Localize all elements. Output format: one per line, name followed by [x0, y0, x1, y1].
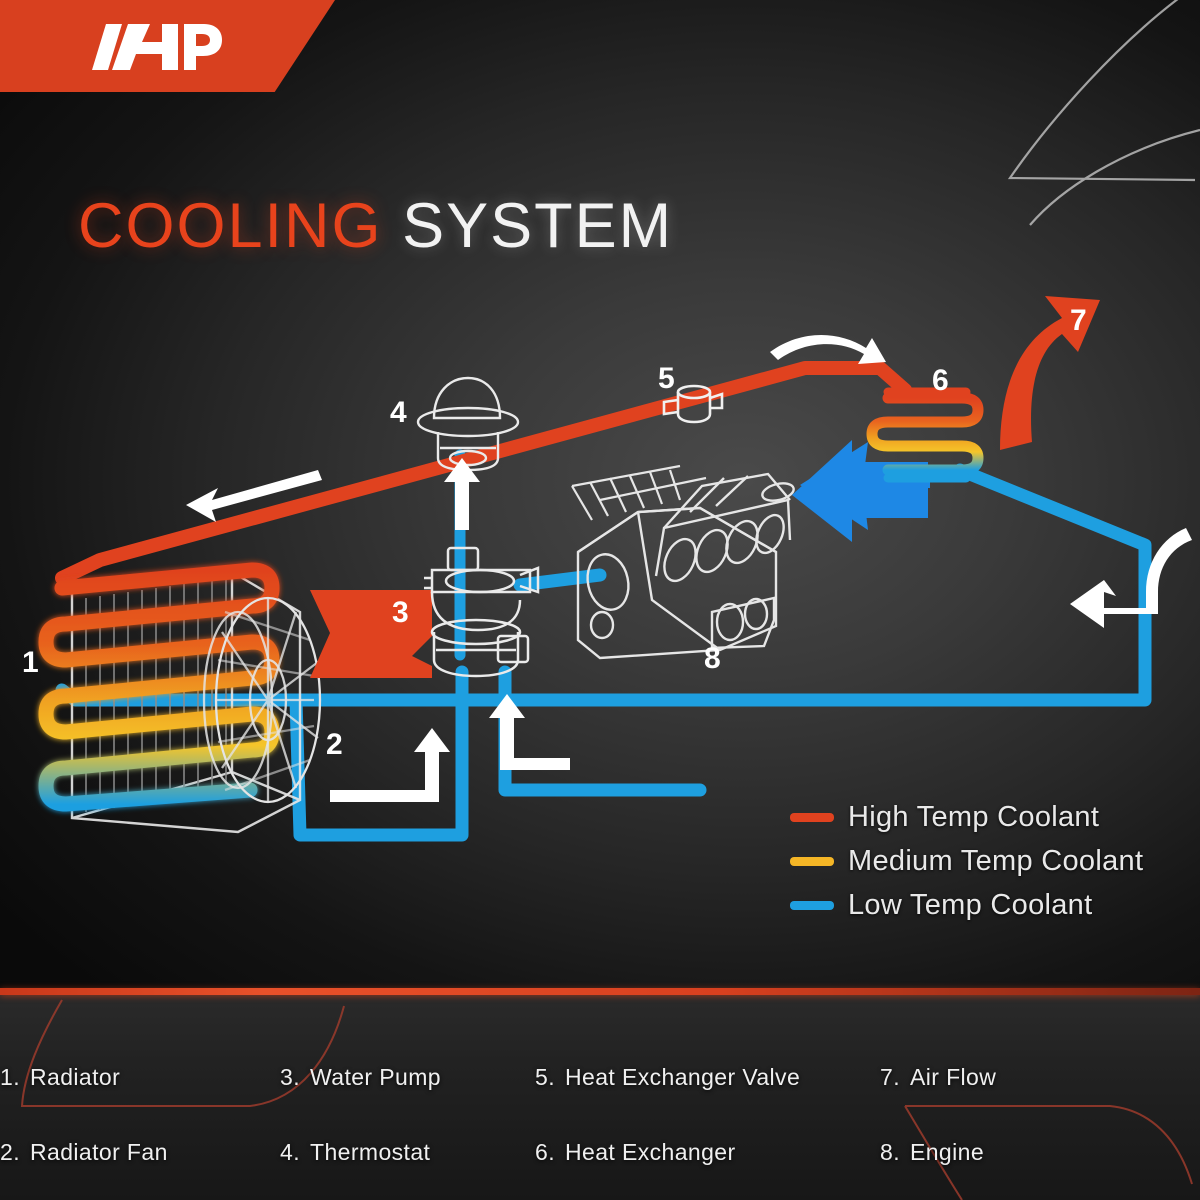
callout-2: 2 — [326, 728, 343, 761]
engine-coolant-arrow — [792, 440, 930, 542]
caption-label-6: Heat Exchanger — [565, 1139, 736, 1165]
caption-label-7: Air Flow — [910, 1064, 997, 1090]
caption-label-8: Engine — [910, 1139, 985, 1165]
caption-column-3: 5. Heat Exchanger Valve 6. Heat Exchanger — [535, 1040, 880, 1190]
caption-item-8: 8. Engine — [880, 1139, 1200, 1166]
caption-item-2: 2. Radiator Fan — [0, 1139, 280, 1166]
legend-label-low: Low Temp Coolant — [848, 888, 1093, 921]
callout-7: 7 — [1070, 304, 1087, 337]
caption-num-8: 8. — [880, 1139, 900, 1165]
caption-band: 1. Radiator 2. Radiator Fan 3. Water Pump 4… — [0, 988, 1200, 1200]
caption-num-4: 4. — [280, 1139, 300, 1165]
legend-swatch-low — [790, 900, 834, 910]
caption-num-1: 1. — [0, 1064, 20, 1090]
caption-item-3: 3. Water Pump — [280, 1064, 535, 1091]
caption-num-5: 5. — [535, 1064, 555, 1090]
callout-numbers: 1 2 3 4 5 6 7 8 — [22, 304, 1087, 761]
heat-exchanger-component — [866, 387, 984, 483]
caption-item-1: 1. Radiator — [0, 1064, 280, 1091]
legend: High Temp Coolant Medium Temp Coolant Lo… — [790, 795, 1190, 927]
caption-num-6: 6. — [535, 1139, 555, 1165]
water-pump-component — [424, 546, 540, 678]
legend-label-medium: Medium Temp Coolant — [848, 844, 1144, 877]
title-system: SYSTEM — [402, 191, 674, 261]
caption-column-1: 1. Radiator 2. Radiator Fan — [0, 1040, 280, 1190]
legend-swatch-medium — [790, 856, 834, 866]
title-cooling: COOLING — [78, 191, 383, 261]
caption-column-2: 3. Water Pump 4. Thermostat — [280, 1040, 535, 1190]
legend-swatch-high — [790, 812, 834, 822]
heat-exchanger-valve-component — [662, 384, 724, 424]
caption-item-5: 5. Heat Exchanger Valve — [535, 1064, 880, 1091]
caption-num-3: 3. — [280, 1064, 300, 1090]
brand-banner — [0, 0, 335, 92]
callout-5: 5 — [658, 362, 675, 395]
caption-decor-curves — [20, 999, 1193, 1200]
caption-label-2: Radiator Fan — [30, 1139, 168, 1165]
caption-column-4: 7. Air Flow 8. Engine — [880, 1040, 1200, 1190]
legend-item-medium: Medium Temp Coolant — [790, 839, 1190, 883]
caption-item-4: 4. Thermostat — [280, 1139, 535, 1166]
callout-6: 6 — [932, 364, 949, 397]
engine-component — [571, 464, 795, 660]
caption-num-2: 2. — [0, 1139, 20, 1165]
radiator-airflow-arrow — [310, 590, 432, 678]
legend-item-low: Low Temp Coolant — [790, 883, 1190, 927]
caption-item-6: 6. Heat Exchanger — [535, 1139, 880, 1166]
callout-3: 3 — [392, 596, 409, 629]
caption-list: 1. Radiator 2. Radiator Fan 3. Water Pump 4… — [0, 1040, 1200, 1190]
legend-label-high: High Temp Coolant — [848, 800, 1100, 833]
caption-item-7: 7. Air Flow — [880, 1064, 1200, 1091]
callout-4: 4 — [390, 396, 407, 429]
flow-direction-arrows — [186, 334, 1192, 802]
caption-label-5: Heat Exchanger Valve — [565, 1064, 801, 1090]
callout-8: 8 — [704, 642, 721, 675]
radiator-fan-component — [202, 596, 322, 804]
hp-brand-logo-icon — [92, 24, 222, 70]
caption-num-7: 7. — [880, 1064, 900, 1090]
decor-curves-top-right — [1007, 0, 1200, 226]
page-title: COOLING SYSTEM — [78, 190, 673, 262]
caption-label-4: Thermostat — [310, 1139, 431, 1165]
caption-label-3: Water Pump — [310, 1064, 441, 1090]
air-flow-arrow — [1000, 296, 1100, 450]
caption-label-1: Radiator — [30, 1064, 121, 1090]
caption-divider-rule — [0, 988, 1200, 995]
high-temp-coolant-pipe — [55, 361, 912, 585]
legend-item-high: High Temp Coolant — [790, 795, 1190, 839]
callout-1: 1 — [22, 646, 39, 679]
